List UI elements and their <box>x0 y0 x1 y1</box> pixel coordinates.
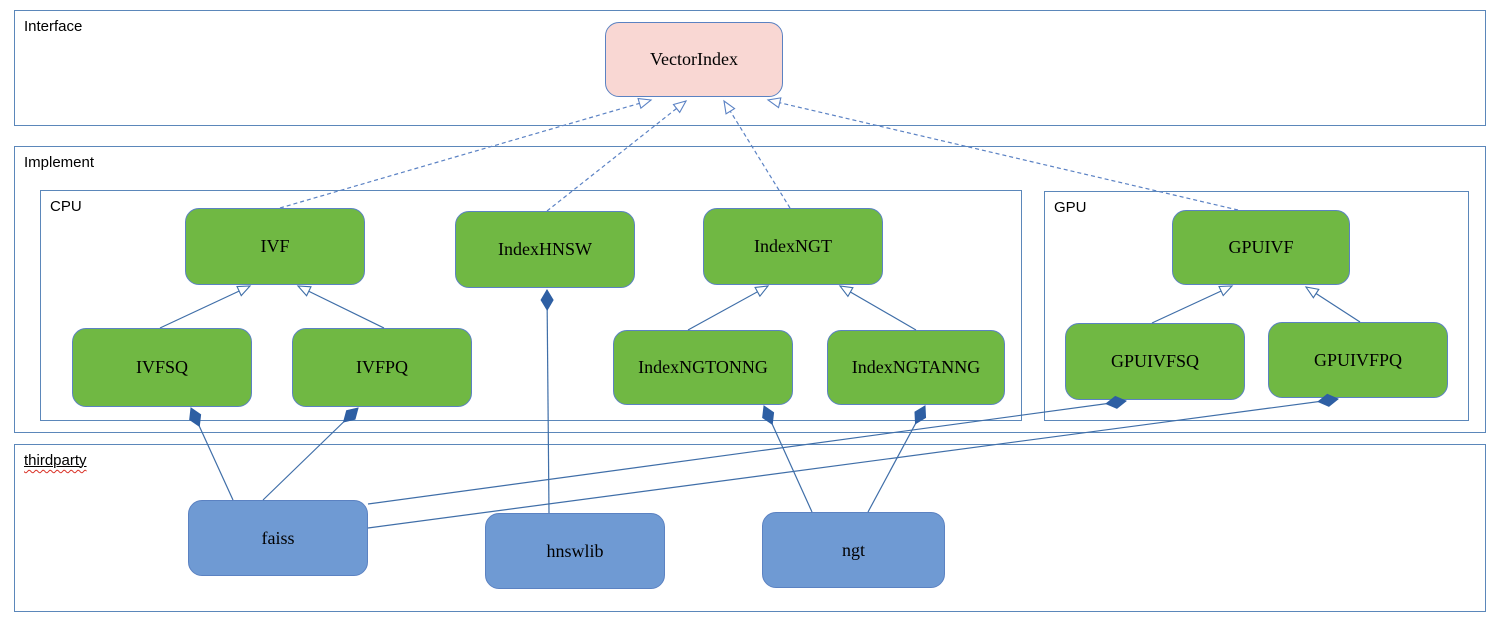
node-indexngtanng-label: IndexNGTANNG <box>851 357 981 377</box>
node-ivf[interactable]: IVF <box>185 208 365 285</box>
node-gpuivf[interactable]: GPUIVF <box>1172 210 1350 285</box>
node-vectorindex[interactable]: VectorIndex <box>605 22 783 97</box>
node-gpuivfpq-label: GPUIVFPQ <box>1313 349 1403 370</box>
node-hnswlib-label: hnswlib <box>546 540 604 561</box>
node-ivf-label: IVF <box>260 236 290 256</box>
node-ivfpq-label: IVFPQ <box>355 357 408 377</box>
node-ivfsq-label: IVFSQ <box>135 357 188 377</box>
container-cpu-label: CPU <box>50 198 82 215</box>
node-faiss-label: faiss <box>261 527 295 548</box>
node-gpuivfsq-label: GPUIVFSQ <box>1110 351 1200 371</box>
node-hnswlib[interactable]: hnswlib <box>485 513 665 589</box>
node-indexhnsw-label: IndexHNSW <box>498 239 592 259</box>
node-gpuivfsq[interactable]: GPUIVFSQ <box>1065 323 1245 400</box>
node-indexngt[interactable]: IndexNGT <box>703 208 883 285</box>
node-indexngtonng-label: IndexNGTONNG <box>638 357 768 377</box>
container-implement-label: Implement <box>24 154 95 171</box>
node-gpuivfpq[interactable]: GPUIVFPQ <box>1268 322 1448 398</box>
node-faiss[interactable]: faiss <box>188 500 368 576</box>
container-gpu-label: GPU <box>1054 199 1087 216</box>
node-ivfsq[interactable]: IVFSQ <box>72 328 252 407</box>
node-indexngtonng[interactable]: IndexNGTONNG <box>613 330 793 405</box>
node-ivfpq[interactable]: IVFPQ <box>292 328 472 407</box>
node-vectorindex-label: VectorIndex <box>650 49 738 69</box>
container-thirdparty-label-text: thirdparty <box>24 452 87 469</box>
node-indexngtanng[interactable]: IndexNGTANNG <box>827 330 1005 405</box>
node-indexngt-label: IndexNGT <box>754 236 832 256</box>
node-ngt[interactable]: ngt <box>762 512 945 588</box>
node-gpuivf-label: GPUIVF <box>1228 237 1294 257</box>
container-thirdparty-label: thirdparty <box>24 452 87 470</box>
container-interface-label: Interface <box>24 18 83 35</box>
node-indexhnsw[interactable]: IndexHNSW <box>455 211 635 288</box>
node-ngt-label: ngt <box>841 539 865 560</box>
